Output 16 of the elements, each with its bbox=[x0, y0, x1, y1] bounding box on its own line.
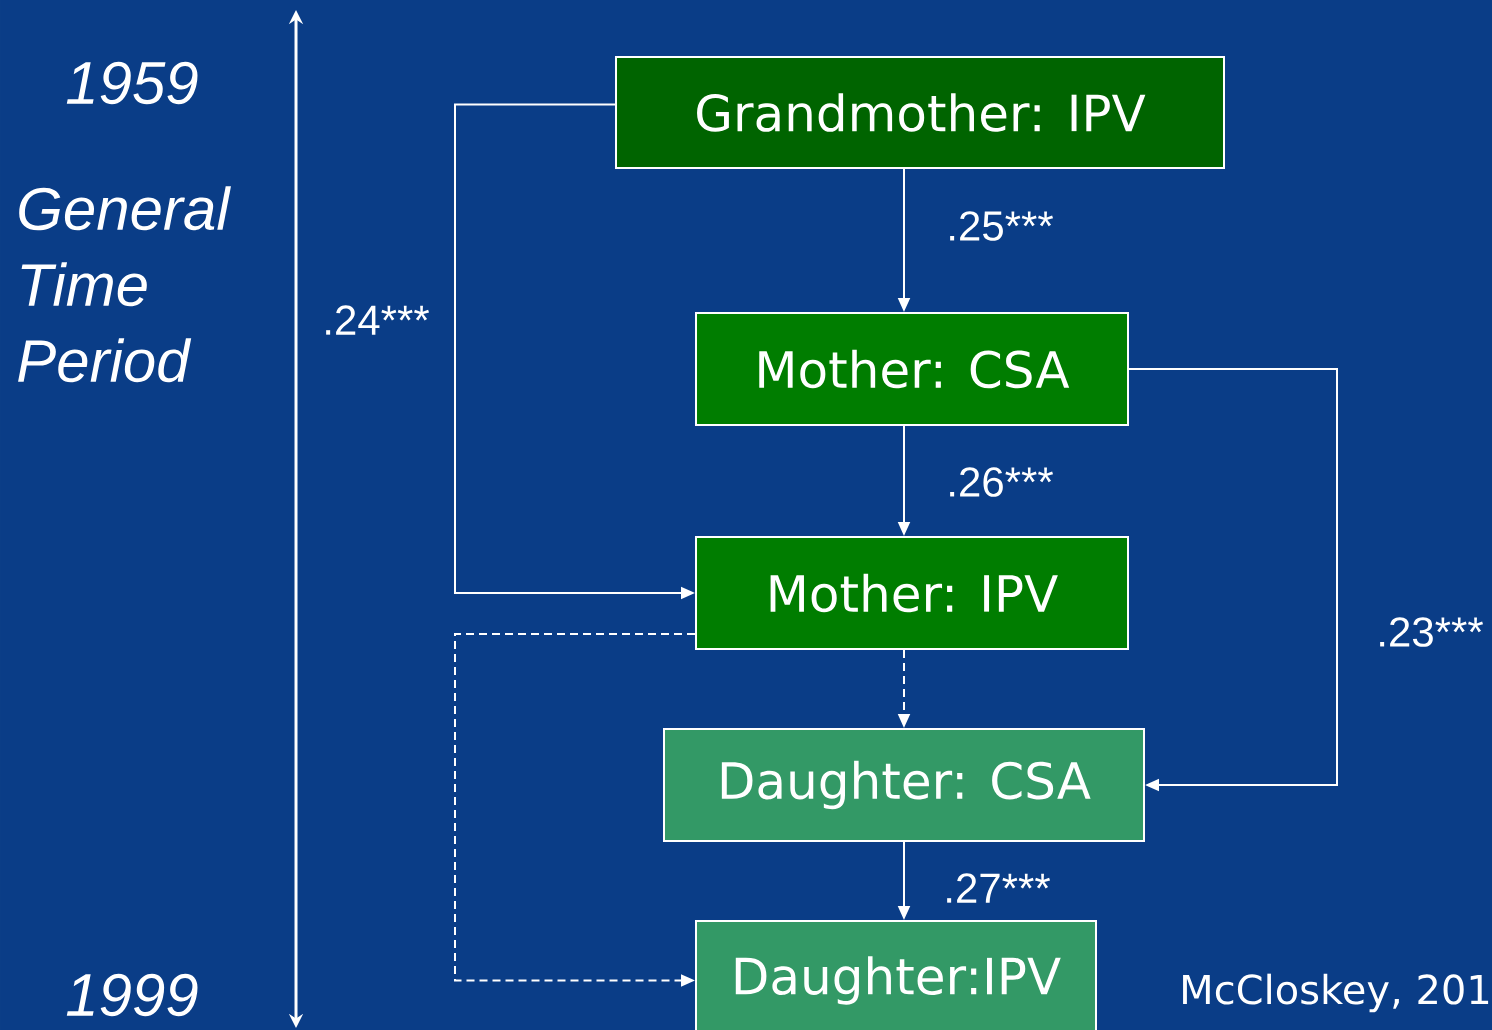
edge-label: .25*** bbox=[950, 211, 1054, 241]
arrow bbox=[454, 633, 696, 987]
citation: McCloskey, 201 bbox=[1183, 973, 1489, 1013]
edge-label: .24*** bbox=[326, 305, 430, 335]
edge-label: .27*** bbox=[947, 873, 1051, 903]
arrow bbox=[1128, 368, 1338, 792]
axis-title: General Time Period bbox=[18, 186, 231, 383]
process-box: Daughter:IPV bbox=[695, 920, 1097, 1030]
year-label: 1959 bbox=[66, 61, 198, 105]
edge-label: .23*** bbox=[1380, 617, 1484, 647]
edge-label: .26*** bbox=[950, 467, 1054, 497]
process-box: Daughter: CSA bbox=[663, 728, 1145, 842]
process-box: Mother: IPV bbox=[695, 536, 1129, 650]
process-box: Grandmother: IPV bbox=[615, 56, 1225, 169]
process-box: Mother: CSA bbox=[695, 312, 1129, 426]
year-label: 1999 bbox=[66, 973, 198, 1017]
